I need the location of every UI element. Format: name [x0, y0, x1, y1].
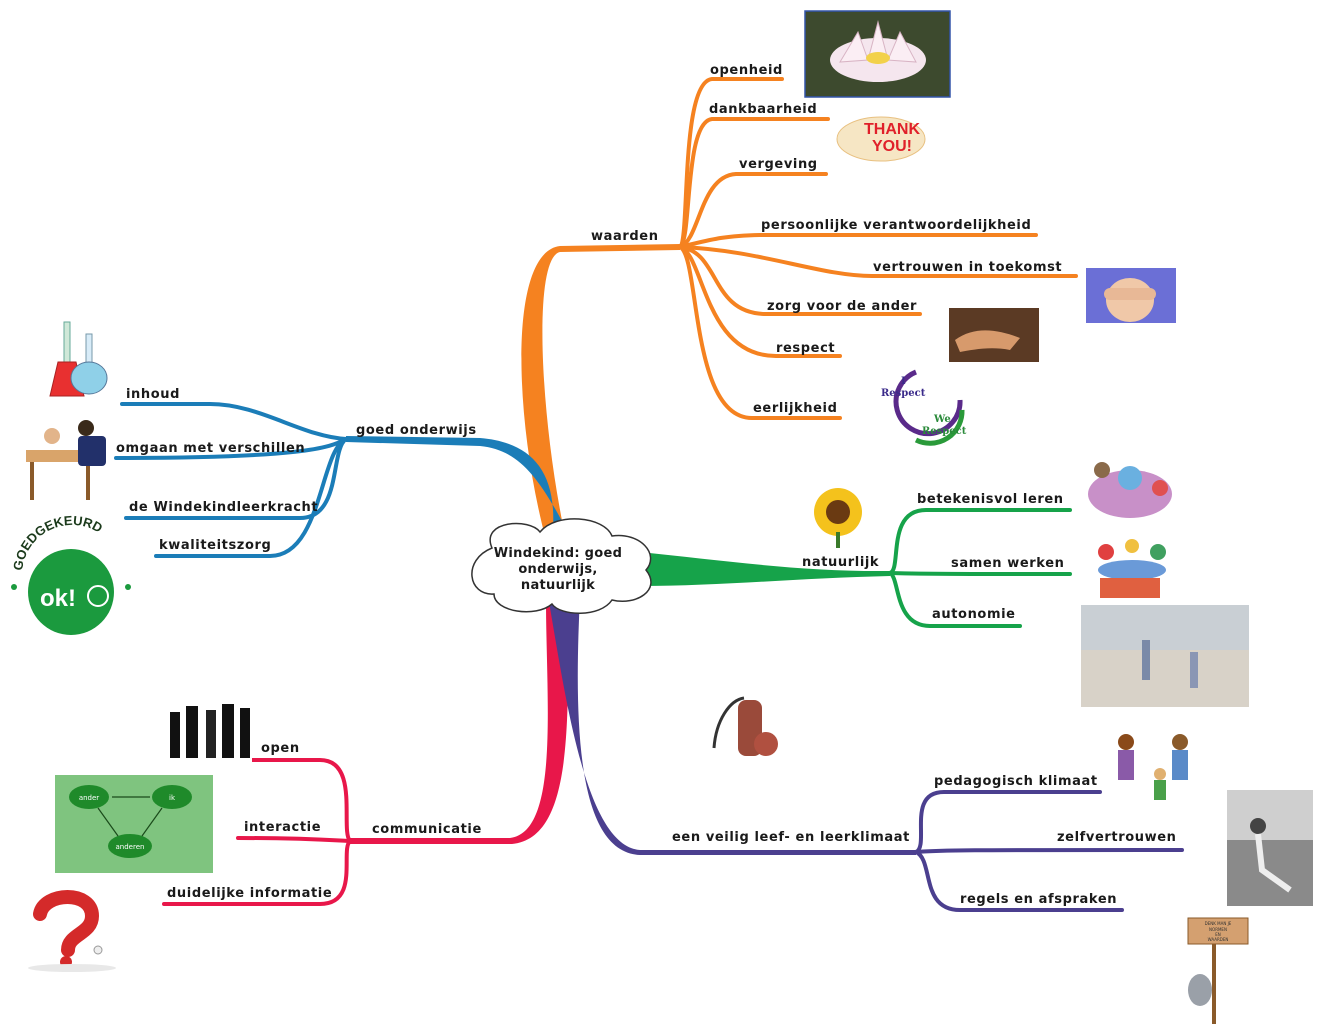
branch-waarden-trunk [521, 244, 680, 540]
respect-logo-image: I Respect We Respect [881, 369, 967, 446]
fire-extinguisher-image [712, 696, 778, 756]
people-silhouettes-image [160, 697, 252, 763]
goedgekeurd-badge-image: GOEDGEKEURD ok! [10, 513, 131, 635]
diagram-anderen: anderen [116, 843, 145, 851]
sign-line-2: NORMEN [1209, 927, 1227, 932]
lab-flasks-image [49, 321, 108, 397]
veilig-sub-branches [914, 790, 1184, 912]
central-topic[interactable]: Windekind: goed onderwijs, natuurlijk [471, 518, 652, 614]
branch-communicatie-trunk [350, 600, 569, 844]
topic-vergeving[interactable]: vergeving [739, 157, 818, 172]
respect-word-1: Respect [881, 388, 926, 399]
topic-omgaan-met-verschillen[interactable]: omgaan met verschillen [116, 441, 305, 456]
teacher-student-image [26, 420, 106, 500]
branch-label-veilig[interactable]: een veilig leef- en leerklimaat [672, 830, 910, 845]
topic-openheid[interactable]: openheid [710, 63, 783, 78]
topic-dankbaarheid[interactable]: dankbaarheid [709, 102, 817, 117]
child-covering-eyes-image [1086, 268, 1176, 323]
topic-persoonlijke-verantwoordelijkheid[interactable]: persoonlijke verantwoordelijkheid [761, 218, 1031, 233]
topic-regels-en-afspraken[interactable]: regels en afspraken [960, 892, 1117, 907]
child-jumping-image [1227, 790, 1313, 906]
sign-with-rabbit-image: DENK MAN JE NORMEN EN WAARDEN [1187, 917, 1249, 1024]
question-mark-image [28, 890, 116, 972]
branch-label-goed-onderwijs[interactable]: goed onderwijs [356, 423, 477, 438]
ok-text: ok! [40, 585, 76, 612]
branch-natuurlijk-trunk [640, 552, 890, 586]
waarden-sub-branches [678, 77, 1078, 420]
family-image [1118, 734, 1188, 800]
beach-children-image [1081, 605, 1249, 707]
communicatie-sub-branches [162, 758, 352, 906]
topic-samen-werken[interactable]: samen werken [951, 556, 1064, 571]
sign-line-4: WAARDEN [1208, 937, 1229, 942]
respect-word-2: Respect [922, 426, 967, 437]
branch-veilig-trunk [548, 596, 916, 855]
topic-zorg-voor-de-ander[interactable]: zorg voor de ander [767, 299, 917, 314]
topic-vertrouwen-in-toekomst[interactable]: vertrouwen in toekomst [873, 260, 1062, 275]
sunflower-image [814, 488, 862, 548]
thank-you-image: THANK YOU! [836, 116, 926, 162]
holding-hands-image [949, 308, 1039, 362]
topic-autonomie[interactable]: autonomie [932, 607, 1016, 622]
central-line-1: Windekind: goed [494, 546, 622, 561]
thank-text: THANK [864, 121, 920, 138]
water-lily-image [804, 10, 951, 98]
sign-line-3: EN [1215, 932, 1221, 937]
diagram-ander: ander [79, 794, 99, 802]
branch-label-natuurlijk[interactable]: natuurlijk [802, 555, 879, 570]
topic-duidelijke-informatie[interactable]: duidelijke informatie [167, 886, 332, 901]
topic-zelfvertrouwen[interactable]: zelfvertrouwen [1057, 830, 1177, 845]
children-group-image [1088, 462, 1172, 518]
topic-respect[interactable]: respect [776, 341, 835, 356]
central-line-3: natuurlijk [521, 578, 595, 593]
topic-eerlijkheid[interactable]: eerlijkheid [753, 401, 838, 416]
topic-inhoud[interactable]: inhoud [126, 387, 180, 402]
branch-label-waarden[interactable]: waarden [591, 229, 659, 244]
sign-line-1: DENK MAN JE [1205, 921, 1232, 926]
goed-onderwijs-sub-branches [114, 402, 348, 558]
central-line-2: onderwijs, [518, 562, 597, 577]
diagram-ik: ik [169, 794, 176, 802]
respect-we: We [933, 414, 951, 425]
topic-pedagogisch-klimaat[interactable]: pedagogisch klimaat [934, 774, 1098, 789]
topic-open[interactable]: open [261, 741, 300, 756]
topic-interactie[interactable]: interactie [244, 820, 321, 835]
topic-de-windekindleerkracht[interactable]: de Windekindleerkracht [129, 500, 318, 515]
kids-working-together-image [1098, 539, 1166, 598]
interaction-diagram-image: ander ik anderen [55, 775, 213, 873]
central-cloud-shape [471, 518, 652, 614]
natuurlijk-sub-branches [888, 508, 1072, 628]
branch-label-communicatie[interactable]: communicatie [372, 822, 482, 837]
respect-i: I [901, 376, 906, 387]
topic-betekenisvol-leren[interactable]: betekenisvol leren [917, 492, 1064, 507]
topic-kwaliteitszorg[interactable]: kwaliteitszorg [159, 538, 271, 553]
you-text: YOU! [872, 138, 912, 155]
